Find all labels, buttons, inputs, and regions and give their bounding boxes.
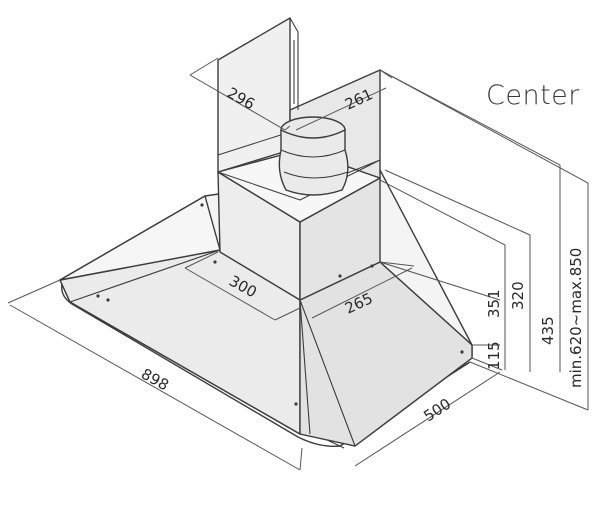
dim-upper-height: 320 (509, 281, 527, 310)
screw-dots (96, 203, 464, 406)
duct-collar-body (278, 129, 349, 196)
canopy-crease (69, 249, 473, 447)
canopy-lip (61, 283, 471, 447)
dim-range-height: min.620~max.850 (567, 248, 585, 388)
dim-overall-height: 435 (539, 316, 557, 345)
dim-canopy-width: 898 (138, 365, 172, 395)
dim-lower-height: 351 (485, 289, 503, 318)
dimension-lines (7, 57, 589, 471)
chimney-bracket (289, 17, 299, 110)
canopy-right-slope (299, 261, 473, 447)
canopy-top-rim (59, 195, 221, 281)
duct-collar-band (280, 149, 349, 179)
dim-canopy-height: 115 (485, 341, 503, 370)
diagram-title: Center (486, 80, 580, 111)
